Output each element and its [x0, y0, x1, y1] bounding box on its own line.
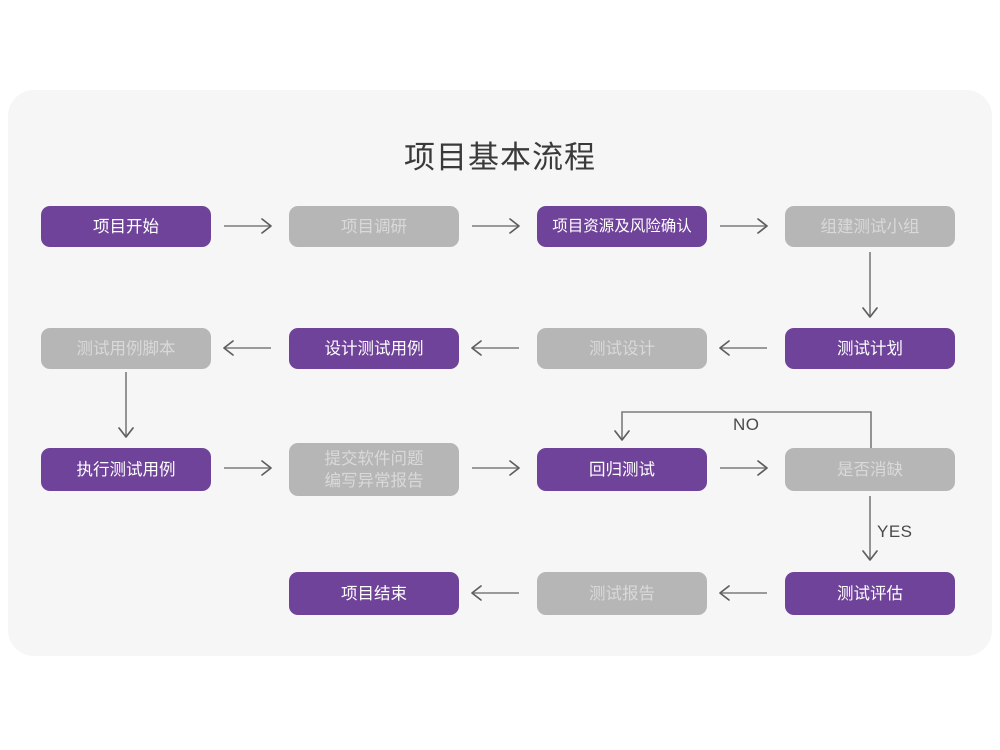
edge-label-yes: YES [877, 522, 913, 541]
node-resource-risk-confirm[interactable]: 项目资源及风险确认 [537, 206, 707, 247]
node-regression-test[interactable]: 回归测试 [537, 448, 707, 491]
node-submit-defect-report[interactable]: 提交软件问题 编写异常报告 [289, 443, 459, 496]
node-test-report[interactable]: 测试报告 [537, 572, 707, 615]
node-build-test-team[interactable]: 组建测试小组 [785, 206, 955, 247]
node-test-evaluation[interactable]: 测试评估 [785, 572, 955, 615]
node-test-case-script[interactable]: 测试用例脚本 [41, 328, 211, 369]
node-project-research[interactable]: 项目调研 [289, 206, 459, 247]
flowchart-card: 项目基本流程 项目开始 项目调研 项目资源及风险确认 组建测试小组 测试用例脚本… [8, 90, 992, 656]
node-defect-cleared-decision[interactable]: 是否消缺 [785, 448, 955, 491]
node-test-plan[interactable]: 测试计划 [785, 328, 955, 369]
node-project-end[interactable]: 项目结束 [289, 572, 459, 615]
node-test-design[interactable]: 测试设计 [537, 328, 707, 369]
node-design-test-case[interactable]: 设计测试用例 [289, 328, 459, 369]
edge-label-no: NO [733, 415, 760, 434]
node-execute-test-case[interactable]: 执行测试用例 [41, 448, 211, 491]
page-title: 项目基本流程 [404, 140, 596, 176]
node-project-start[interactable]: 项目开始 [41, 206, 211, 247]
